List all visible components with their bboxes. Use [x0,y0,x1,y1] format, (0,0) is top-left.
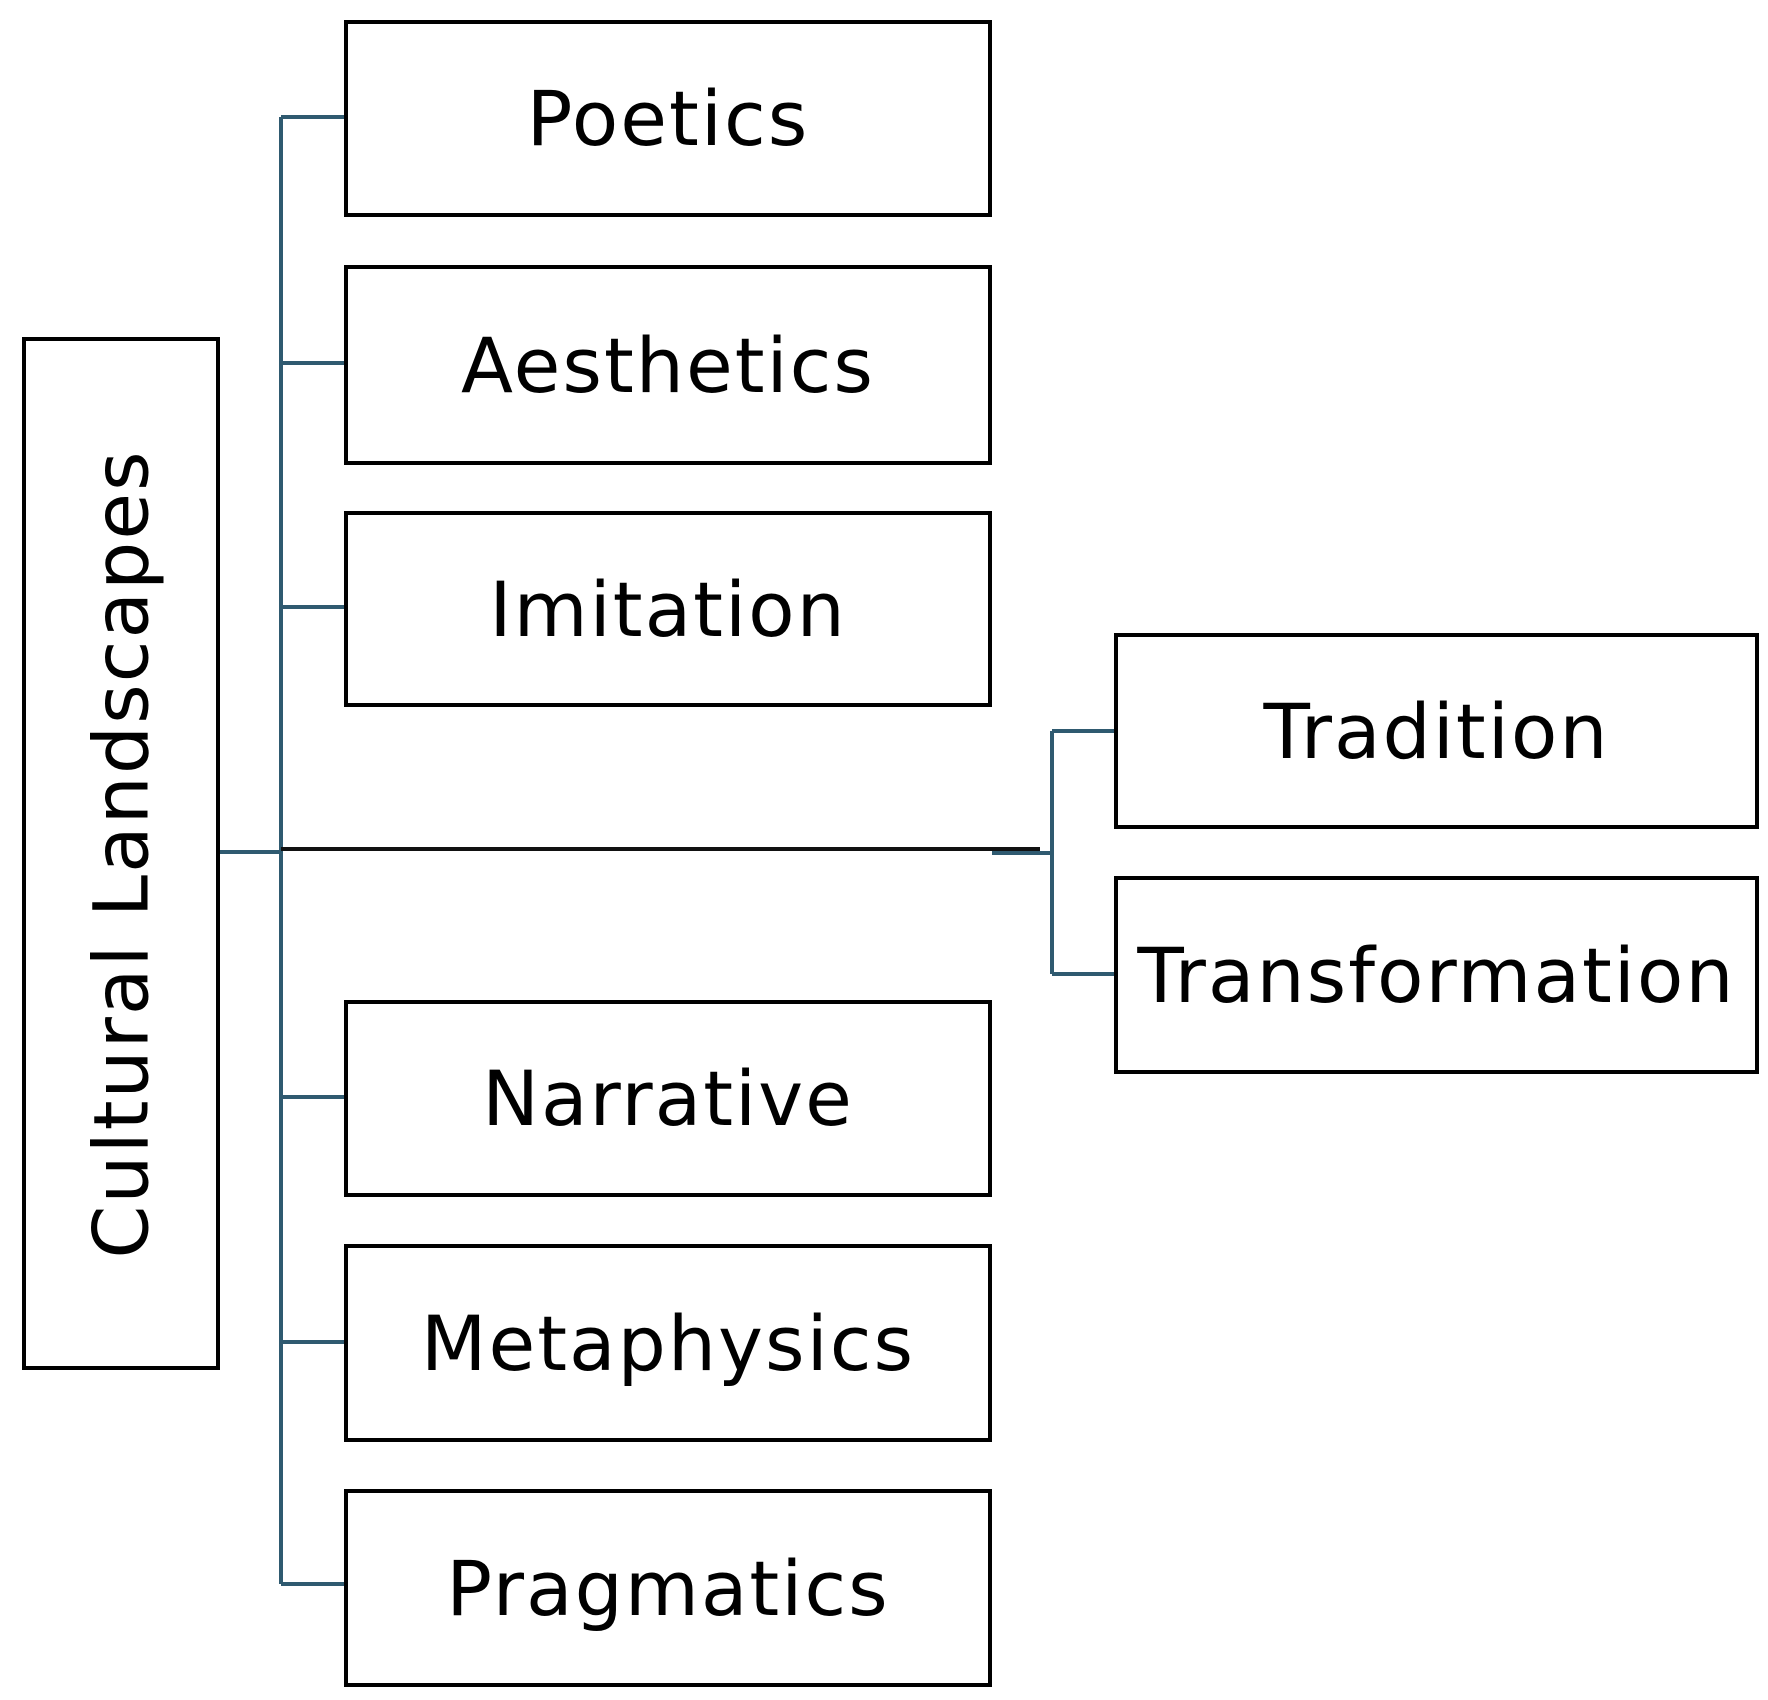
node-pragmatics: Pragmatics [344,1489,992,1687]
node-narrative: Narrative [344,1000,992,1197]
node-poetics: Poetics [344,20,992,217]
node-tradition: Tradition [1114,633,1759,829]
node-aesthetics: Aesthetics [344,265,992,465]
node-transformation: Transformation [1114,876,1759,1074]
root-label: Cultural Landscapes [76,448,166,1259]
root-node: Cultural Landscapes [22,337,220,1370]
node-metaphysics: Metaphysics [344,1244,992,1442]
node-imitation: Imitation [344,511,992,707]
